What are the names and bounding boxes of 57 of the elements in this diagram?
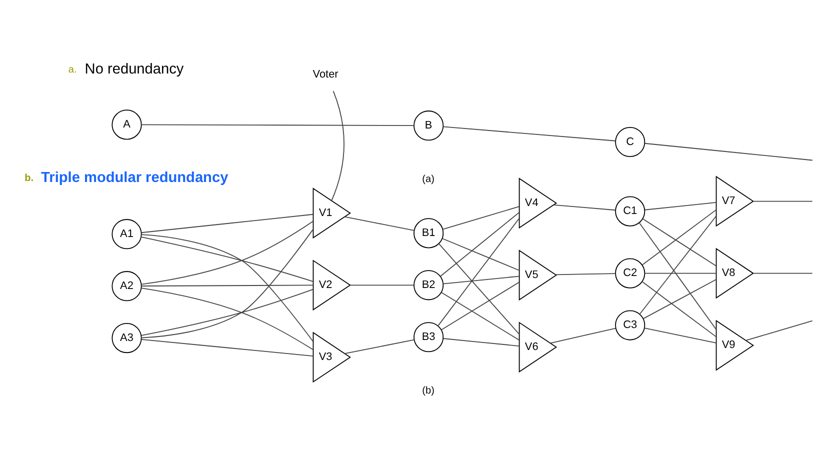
connector — [441, 281, 520, 330]
connector — [442, 275, 520, 284]
connector — [555, 272, 616, 275]
connector — [141, 288, 314, 336]
label: No redundancy — [84, 60, 184, 77]
connector — [642, 208, 717, 265]
connector — [140, 220, 314, 284]
connector — [746, 320, 813, 340]
connector — [141, 213, 314, 233]
connector — [642, 278, 717, 319]
node-text: Voter — [312, 68, 338, 80]
connector — [438, 218, 520, 326]
connector — [344, 216, 414, 230]
node-circle: A1 — [112, 218, 142, 249]
label: Triple modular redundancy — [41, 169, 228, 186]
connector — [141, 338, 314, 356]
node-circle: C3 — [615, 310, 646, 340]
label: a. — [68, 64, 77, 76]
node-circle: A — [112, 109, 142, 140]
connector — [753, 200, 813, 202]
connector — [550, 327, 616, 344]
connector — [644, 272, 717, 274]
connector — [639, 215, 717, 314]
connector — [441, 292, 520, 340]
connector — [644, 202, 717, 210]
connector — [141, 124, 414, 126]
connector — [350, 284, 414, 286]
node-circle: A3 — [112, 322, 142, 353]
node-circle: B — [414, 110, 444, 140]
node-circle: C — [615, 126, 646, 157]
connector — [553, 204, 616, 210]
connector — [644, 142, 813, 160]
node-circle: B3 — [414, 322, 444, 352]
connector — [141, 284, 314, 286]
connector — [331, 90, 344, 201]
connector — [644, 327, 717, 343]
connector — [753, 272, 813, 274]
connector — [442, 126, 616, 141]
label: (b) — [422, 384, 434, 396]
connector — [442, 338, 520, 346]
label: (a) — [422, 173, 434, 184]
connector — [638, 222, 717, 330]
label: b. — [24, 172, 34, 184]
connector — [140, 287, 314, 350]
node-circle: B2 — [414, 270, 444, 300]
node-circle: C1 — [615, 196, 646, 226]
connector — [642, 218, 716, 266]
connector — [642, 280, 717, 337]
connector — [442, 238, 520, 270]
node-circle: C2 — [615, 258, 646, 288]
connector — [140, 236, 314, 282]
node-circle: A2 — [112, 270, 142, 301]
node-circle: B1 — [414, 218, 444, 248]
connector — [438, 242, 520, 334]
connector — [440, 212, 520, 276]
connector — [344, 338, 414, 354]
connector — [442, 206, 520, 230]
